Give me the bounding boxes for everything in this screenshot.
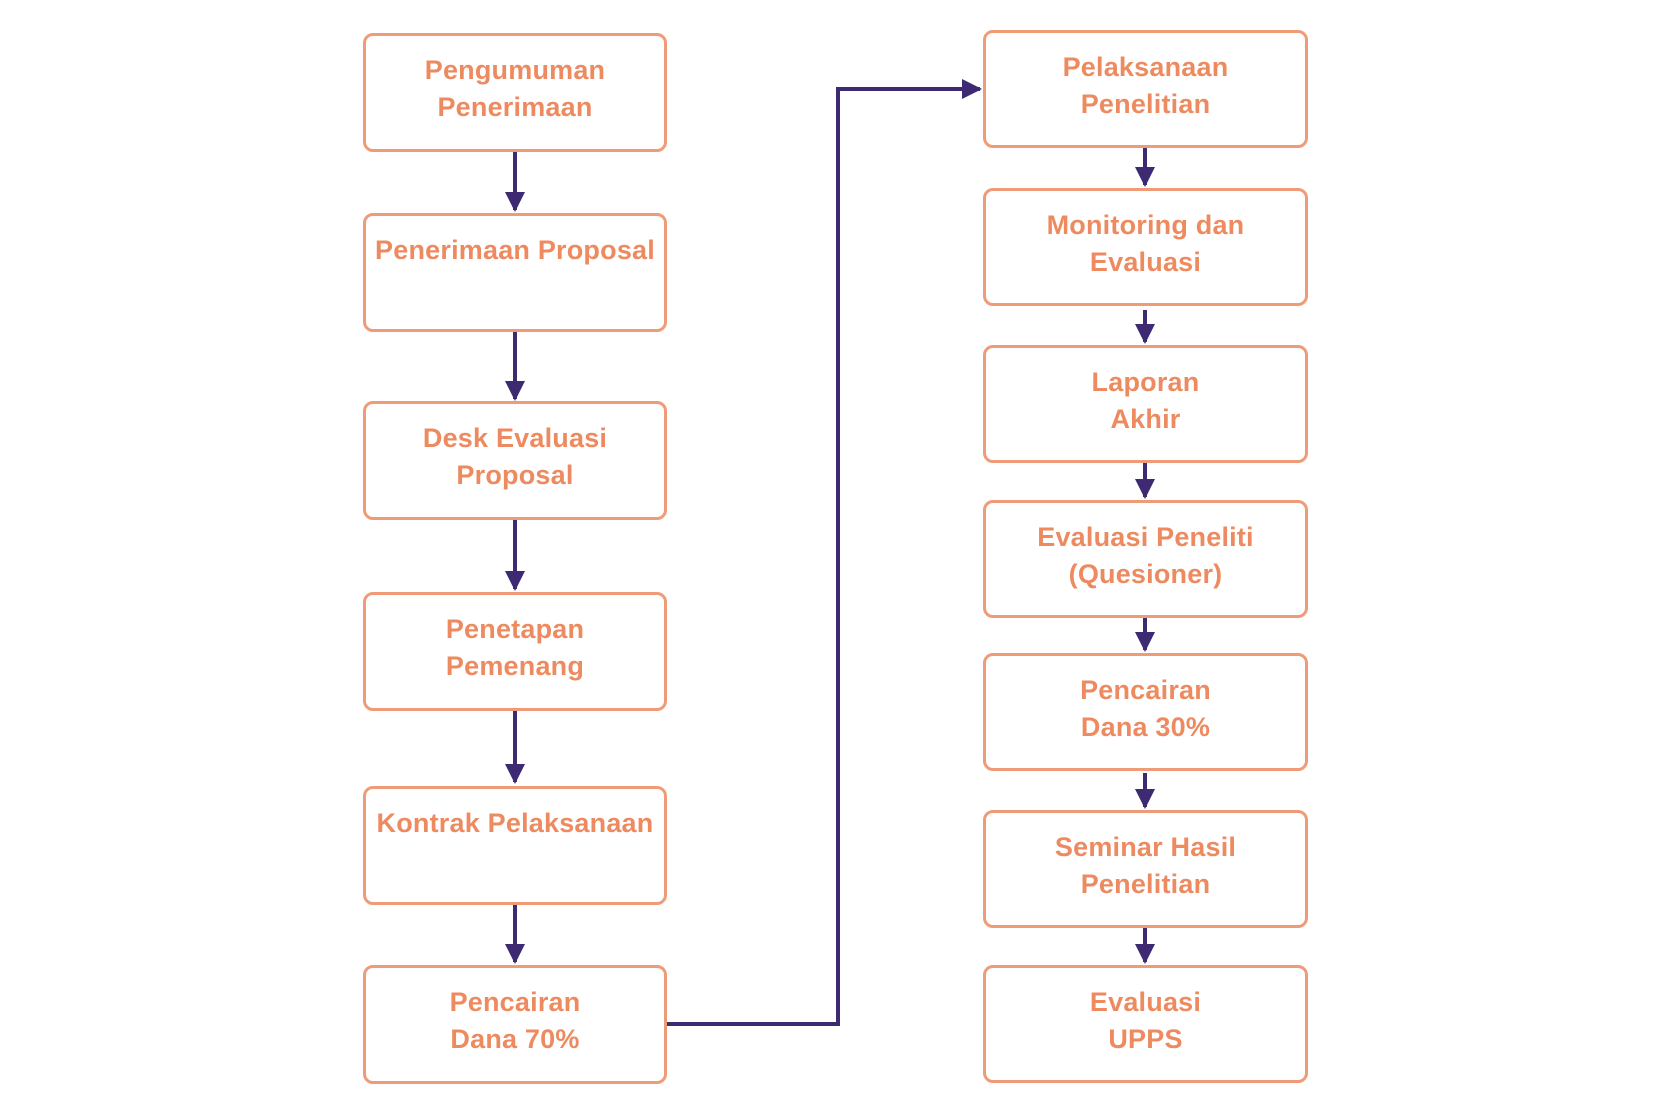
node-label: Pencairan Dana 30% bbox=[1080, 675, 1211, 742]
node-pencairan-dana-70: Pencairan Dana 70% bbox=[363, 965, 667, 1084]
node-label: Pencairan Dana 70% bbox=[449, 987, 581, 1054]
node-label: Penetapan Pemenang bbox=[445, 614, 585, 681]
node-evaluasi-upps: Evaluasi UPPS bbox=[983, 965, 1308, 1083]
node-monitoring-dan-evaluasi: Monitoring dan Evaluasi bbox=[983, 188, 1308, 306]
node-kontrak-pelaksanaan: Kontrak Pelaksanaan bbox=[363, 786, 667, 905]
node-evaluasi-peneliti-quesioner: Evaluasi Peneliti (Quesioner) bbox=[983, 500, 1308, 618]
node-label: Monitoring dan Evaluasi bbox=[1046, 210, 1245, 277]
elbow-connector-l6-r1 bbox=[667, 79, 982, 1026]
node-label: Kontrak Pelaksanaan bbox=[376, 808, 654, 838]
node-label: Evaluasi Peneliti (Quesioner) bbox=[1037, 522, 1254, 589]
node-label: Seminar Hasil Penelitian bbox=[1054, 832, 1237, 899]
node-label: Laporan Akhir bbox=[1091, 367, 1200, 434]
node-pelaksanaan-penelitian: Pelaksanaan Penelitian bbox=[983, 30, 1308, 148]
node-pencairan-dana-30: Pencairan Dana 30% bbox=[983, 653, 1308, 771]
node-seminar-hasil-penelitian: Seminar Hasil Penelitian bbox=[983, 810, 1308, 928]
node-label: Desk Evaluasi Proposal bbox=[422, 423, 608, 490]
node-laporan-akhir: Laporan Akhir bbox=[983, 345, 1308, 463]
node-label: Penerimaan Proposal bbox=[375, 235, 655, 265]
node-penetapan-pemenang: Penetapan Pemenang bbox=[363, 592, 667, 711]
node-pengumuman-penerimaan: Pengumuman Penerimaan bbox=[363, 33, 667, 152]
node-label: Pelaksanaan Penelitian bbox=[1062, 52, 1229, 119]
node-penerimaan-proposal: Penerimaan Proposal bbox=[363, 213, 667, 332]
node-label: Evaluasi UPPS bbox=[1089, 987, 1202, 1054]
node-desk-evaluasi-proposal: Desk Evaluasi Proposal bbox=[363, 401, 667, 520]
node-label: Pengumuman Penerimaan bbox=[424, 55, 606, 122]
